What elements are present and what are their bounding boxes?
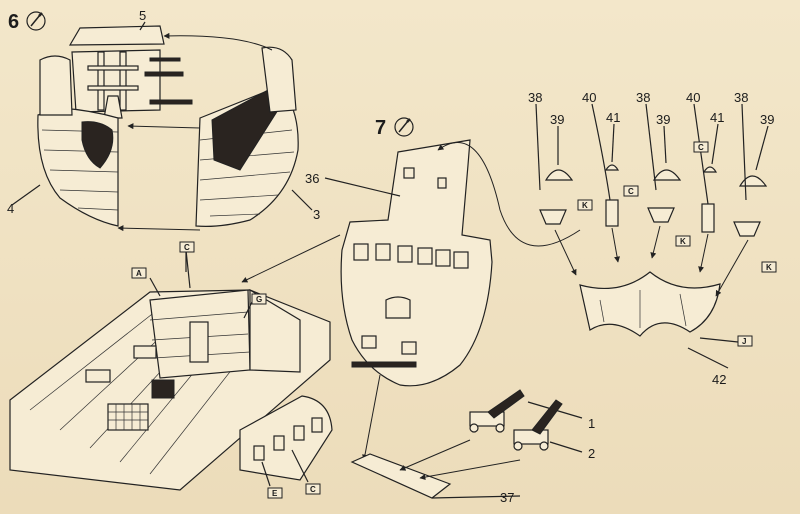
transom-part-36	[340, 139, 493, 387]
ornament-label-3: 40	[582, 90, 596, 105]
stern-cannons	[144, 57, 193, 105]
stern-deckhouse	[68, 25, 165, 46]
ornament-label-7: 40	[686, 90, 700, 105]
transom-windows	[353, 243, 469, 269]
svg-text:K: K	[582, 201, 588, 210]
glue-brush-icon-step7	[394, 117, 414, 137]
flag-c-main: C	[179, 241, 195, 272]
ornament-label-5: 38	[636, 90, 650, 105]
flag-c-ornament-1: C	[623, 185, 639, 197]
part-4-label: 4	[7, 201, 14, 216]
cannon-part-2	[513, 399, 563, 451]
ornament-label-9: 38	[734, 90, 748, 105]
ornament-label-4: 41	[606, 110, 620, 125]
step-7-header: 7	[375, 117, 414, 139]
ornament-label-8: 41	[710, 110, 724, 125]
assembled-stern-deck	[9, 249, 333, 491]
flag-k-2: K	[675, 235, 691, 247]
svg-text:C: C	[184, 243, 190, 252]
step-6-number: 6	[8, 11, 19, 33]
ornament-label-2: 39	[550, 112, 564, 127]
stern-assembly-step6	[11, 21, 313, 232]
ornament-label-10: 39	[760, 112, 774, 127]
ornaments-row	[539, 164, 768, 237]
flag-a: A	[131, 267, 147, 279]
ornament-label-6: 39	[656, 112, 670, 127]
base-plate-part-37	[350, 453, 521, 499]
glue-brush-icon	[26, 11, 46, 31]
stern-posts	[87, 51, 139, 119]
flag-c-ornament-2: C	[693, 141, 709, 153]
part-5-label: 5	[139, 8, 146, 23]
part-37-label: 37	[500, 490, 514, 505]
svg-text:K: K	[766, 263, 772, 272]
left-gallery	[39, 55, 73, 116]
part-1-label: 1	[588, 416, 595, 431]
flag-k-1: K	[577, 199, 593, 211]
gallery-rail-part-42	[579, 271, 721, 337]
svg-text:C: C	[698, 143, 704, 152]
flag-k-3: K	[761, 261, 777, 273]
step-7-number: 7	[375, 117, 386, 139]
ornament-leaders	[535, 103, 769, 297]
ornament-label-1: 38	[528, 90, 542, 105]
part-2-label: 2	[588, 446, 595, 461]
flag-e: E	[267, 487, 283, 499]
svg-text:G: G	[256, 295, 262, 304]
part-36-label: 36	[305, 171, 319, 186]
svg-text:J: J	[742, 337, 746, 346]
flag-j: J	[699, 335, 753, 347]
right-gallery	[261, 46, 297, 113]
svg-text:C: C	[310, 485, 316, 494]
step-6-header: 6	[8, 11, 46, 33]
flag-g: G	[251, 293, 267, 305]
deck-grate	[107, 379, 175, 431]
right-interior-shadow	[211, 89, 279, 171]
part-36-leader	[324, 177, 401, 197]
svg-text:A: A	[136, 269, 142, 278]
svg-text:E: E	[272, 489, 278, 498]
hull-interior-shadow	[81, 121, 114, 169]
flag-c-gallery: C	[305, 483, 321, 495]
cannon-part-1	[469, 389, 525, 433]
svg-text:K: K	[680, 237, 686, 246]
part-42-label: 42	[712, 372, 726, 387]
svg-text:C: C	[628, 187, 634, 196]
part-3-label: 3	[313, 207, 320, 222]
